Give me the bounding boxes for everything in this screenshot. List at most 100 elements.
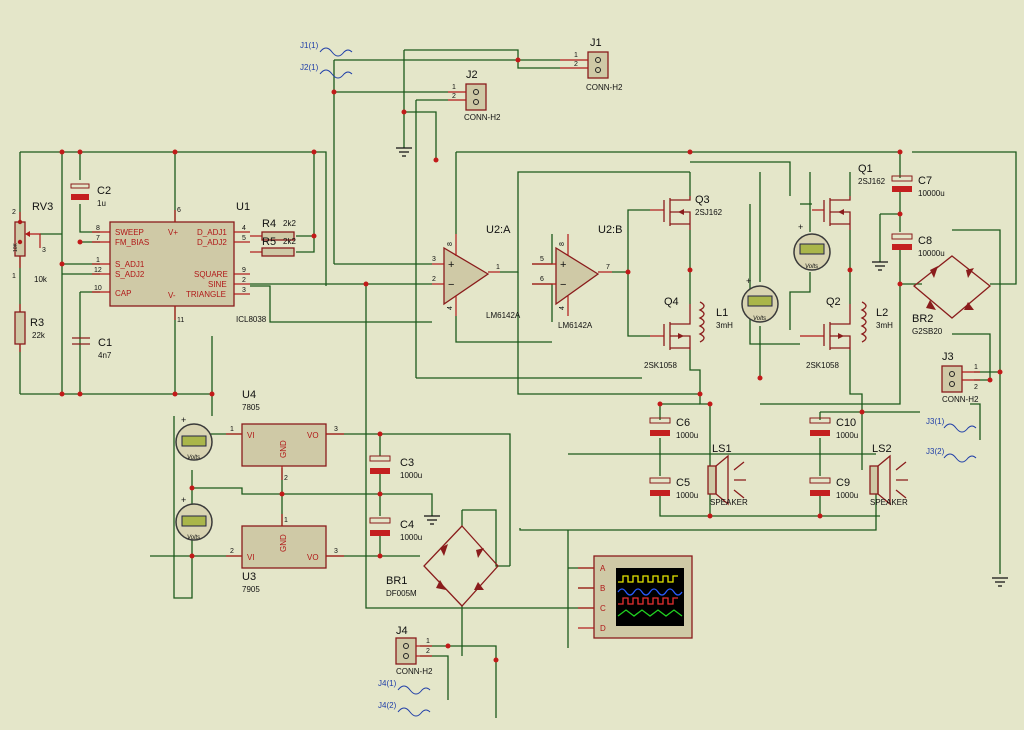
j4-connector[interactable]: 1 2 J4 CONN-H2 [395,625,433,676]
c10-value: 1000u [836,431,858,440]
svg-text:2: 2 [426,648,430,655]
u2a-opamp[interactable]: + − 3 2 1 8 4 U2:A LM6142A [432,224,521,320]
u3-regulator[interactable]: VI VO GND 2 1 3 U3 7905 [226,514,344,594]
c5-capacitor[interactable]: C5 1000u [649,477,698,500]
svg-text:7: 7 [606,264,610,271]
ls1-speaker[interactable]: LS1 SPEAKER [707,443,748,507]
q3-mosfet[interactable]: Q3 2SJ162 [650,194,723,230]
q2-part: 2SK1058 [806,361,839,370]
br1-bridge[interactable]: BR1 DF005M [386,525,499,607]
c7-capacitor[interactable]: C7 10000u [891,175,945,198]
br2-part: G2SB20 [912,327,943,336]
svg-text:1: 1 [452,84,456,91]
svg-text:J1(1): J1(1) [300,41,319,50]
rv3-label: RV3 [32,201,53,213]
j1-connector[interactable]: 1 2 J1 CONN-H2 [560,37,623,92]
l1-inductor[interactable]: L1 3mH [698,301,733,343]
c8-capacitor[interactable]: C8 10000u [891,233,945,258]
c9-value: 1000u [836,491,858,500]
svg-text:2: 2 [452,93,456,100]
wires [19,49,1017,718]
svg-text:2: 2 [284,475,288,482]
svg-text:V+: V+ [168,228,178,237]
voltmeter-2[interactable]: Volts + [175,495,213,541]
q1-label: Q1 [858,163,873,175]
r3-label: R3 [30,317,44,329]
svg-text:VI: VI [247,553,255,562]
svg-text:4: 4 [242,225,246,232]
svg-text:4: 4 [447,306,454,310]
q1-mosfet[interactable]: Q1 2SJ162 [812,163,886,230]
svg-text:−: − [560,279,566,291]
u4-label: U4 [242,389,256,401]
svg-text:GND: GND [279,440,288,458]
c2-value: 1u [97,199,106,208]
q2-mosfet[interactable]: Q2 2SK1058 [800,296,851,370]
u1-icl8038[interactable]: SWEEP FM_BIAS S_ADJ1 S_ADJ2 CAP V+ V- D_… [92,201,267,324]
j1-part: CONN-H2 [586,83,623,92]
r5-resistor[interactable]: R5 2k2 [250,236,296,257]
br1-label: BR1 [386,575,407,587]
svg-text:Volts: Volts [753,316,766,322]
c6-value: 1000u [676,431,698,440]
voltmeter-4[interactable]: Volts + [793,222,831,271]
svg-text:TRIANGLE: TRIANGLE [186,290,226,299]
r4-label: R4 [262,218,276,230]
c9-capacitor[interactable]: C9 1000u [809,477,858,500]
c4-capacitor[interactable]: C4 1000u [369,517,422,542]
svg-text:3: 3 [334,548,338,555]
r3-resistor[interactable]: R3 22k [14,304,46,352]
svg-text:J4(2): J4(2) [378,701,397,710]
ls1-part: SPEAKER [710,498,748,507]
svg-text:+: + [746,276,751,286]
c6-capacitor[interactable]: C6 1000u [649,417,698,440]
svg-text:1: 1 [426,638,430,645]
r4-resistor[interactable]: R4 2k2 [250,218,296,241]
svg-text:1: 1 [230,426,234,433]
j3-part: CONN-H2 [942,395,979,404]
c4-value: 1000u [400,533,422,542]
svg-text:A: A [600,564,606,573]
svg-text:SQUARE: SQUARE [194,270,228,279]
svg-text:1: 1 [974,364,978,371]
br1-part: DF005M [386,589,417,598]
c5-label: C5 [676,477,690,489]
svg-text:10K: 10K [13,242,19,252]
svg-text:D_ADJ2: D_ADJ2 [197,238,227,247]
l2-inductor[interactable]: L2 3mH [860,301,893,343]
voltmeter-1[interactable]: Volts + [175,415,213,461]
generator-labels: J1(1) J2(1) J3(1) J3(2) J4(1) J4(2) [300,41,977,717]
q4-mosfet[interactable]: Q4 2SK1058 [644,296,691,370]
j2-connector[interactable]: 1 2 J2 CONN-H2 [448,69,501,122]
svg-text:CAP: CAP [115,289,131,298]
ls2-speaker[interactable]: LS2 SPEAKER [869,443,908,507]
j2-part: CONN-H2 [464,113,501,122]
c7-label: C7 [918,175,932,187]
j3-connector[interactable]: 1 2 J3 CONN-H2 [941,351,980,404]
c5-value: 1000u [676,491,698,500]
u1-label: U1 [236,201,250,213]
svg-text:J2(1): J2(1) [300,63,319,72]
c10-capacitor[interactable]: C10 1000u [809,417,858,440]
j4-label: J4 [396,625,408,637]
svg-text:2: 2 [974,384,978,391]
c2-capacitor[interactable]: C2 1u [70,183,111,208]
l1-value: 3mH [716,321,733,330]
svg-text:9: 9 [242,267,246,274]
voltmeter-3[interactable]: Volts + [741,276,779,323]
svg-text:J3(1): J3(1) [926,417,945,426]
j2-label: J2 [466,69,478,81]
c7-value: 10000u [918,189,945,198]
c3-capacitor[interactable]: C3 1000u [369,455,422,480]
scope-trace [617,588,683,596]
u2b-opamp[interactable]: + − 5 6 7 8 4 U2:B LM6142A [532,224,622,330]
oscilloscope[interactable]: A B C D [578,555,693,639]
c1-capacitor[interactable]: C1 4n7 [72,337,112,360]
rv3-potentiometer[interactable]: 10K 2 1 3 RV3 10k [12,201,53,284]
svg-text:D: D [600,624,606,633]
br2-bridge[interactable]: BR2 G2SB20 [912,255,992,336]
br2-label: BR2 [912,313,933,325]
svg-text:VO: VO [307,553,319,562]
u4-regulator[interactable]: VI VO GND 1 2 3 U4 7805 [226,389,344,482]
